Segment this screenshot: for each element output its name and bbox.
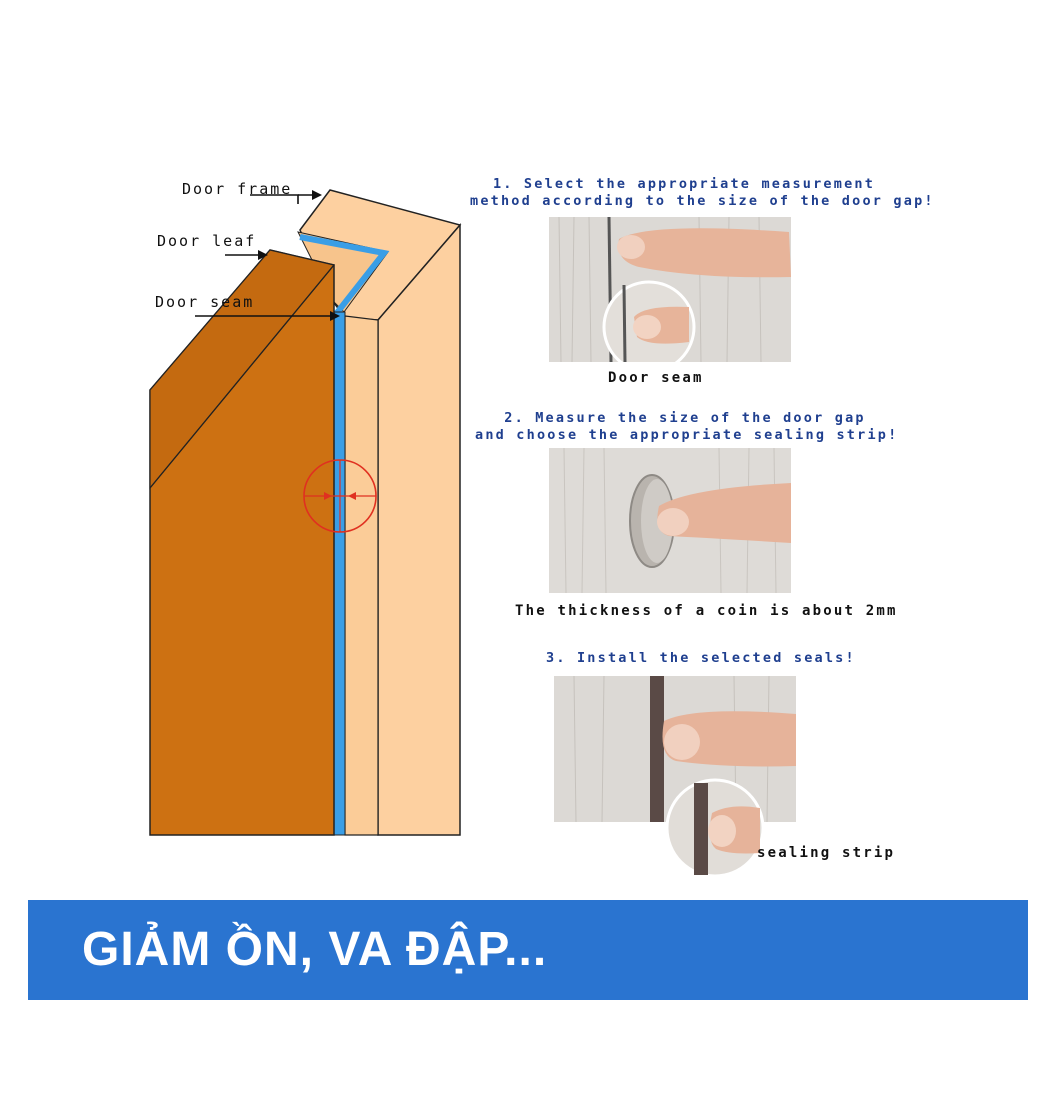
step-2-caption: The thickness of a coin is about 2mm (515, 603, 898, 619)
sealing-strip-zoom (665, 778, 765, 878)
door-leaf-arrow (225, 250, 268, 260)
door-frame-arrow (250, 190, 322, 204)
door-frame-side-face (344, 315, 379, 836)
step-2-title-line-1: 2. Measure the size of the door gap (504, 410, 866, 426)
door-frame-front-face (377, 222, 461, 836)
step-1-title-line-2: method according to the size of the door… (470, 193, 935, 209)
door-seam-top (299, 234, 390, 316)
step-1-photo (549, 217, 791, 362)
step-3-title: 3. Install the selected seals! (546, 650, 856, 666)
door-seam-strip (333, 311, 346, 836)
door-leaf-label: Door leaf (157, 232, 257, 250)
step-2-title-line-2: and choose the appropriate sealing strip… (475, 427, 899, 443)
step-3-photo (554, 676, 796, 822)
gap-measurement-marker (303, 459, 377, 533)
headline-text: GIẢM ỒN, VA ĐẬP... (82, 923, 548, 976)
headline-banner: GIẢM ỒN, VA ĐẬP... (28, 900, 1028, 1000)
step-3-caption: sealing strip (757, 845, 896, 861)
step-1-title-line-1: 1. Select the appropriate measurement (492, 176, 876, 192)
door-seam-label: Door seam (155, 293, 255, 311)
door-frame-diagram (149, 189, 462, 836)
step-1-caption: Door seam (608, 370, 704, 386)
door-seam-arrow (195, 311, 340, 321)
door-frame-label: Door frame (182, 180, 293, 198)
step-2-photo (549, 448, 791, 593)
